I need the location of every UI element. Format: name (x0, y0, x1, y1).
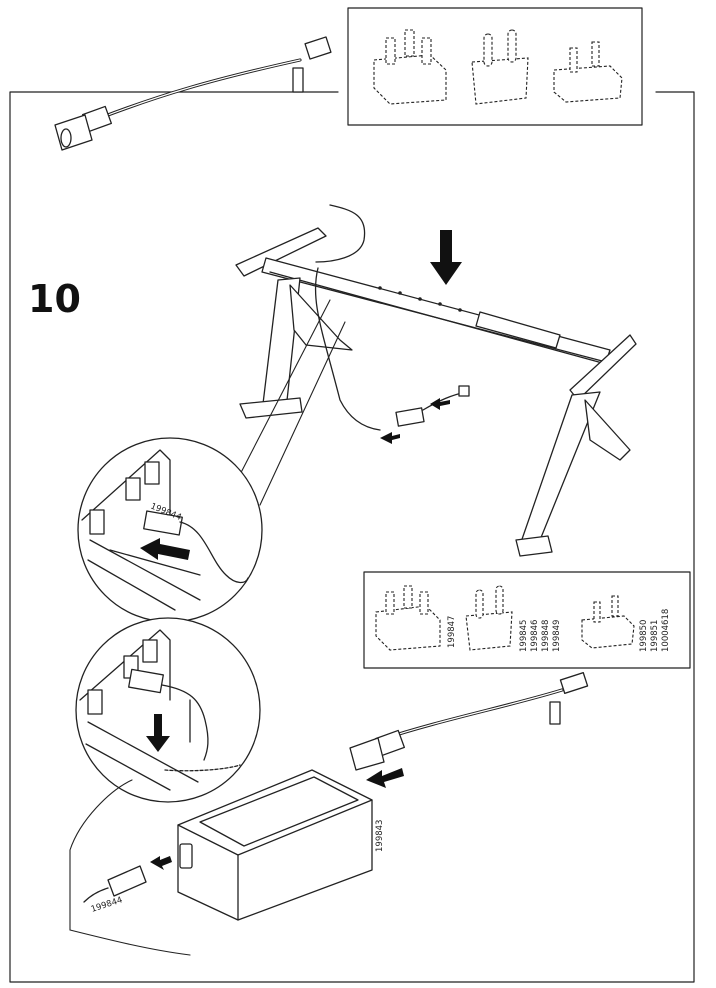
plug-box-top (347, 7, 643, 126)
beam-holes (378, 286, 462, 312)
uk-plug-icon (373, 29, 447, 105)
desk-frame (235, 204, 637, 557)
down-arrow-icon-2 (146, 714, 170, 752)
plug-legend-box: 199847 199845 199846 199848 199849 19985… (363, 571, 691, 669)
svg-text:199848: 199848 (541, 620, 551, 652)
detail-circle-3: 199843 199844 (69, 769, 385, 956)
svg-text:199849: 199849 (552, 620, 562, 652)
us-plug-icon-2 (581, 595, 635, 649)
connector-label-bottom: 199844 (90, 895, 124, 915)
uk-plug-icon-2 (375, 585, 441, 651)
svg-text:10004618: 10004618 (661, 609, 671, 652)
us-plug-icon (553, 41, 623, 103)
eu-plug-icon-2 (465, 585, 513, 651)
svg-text:199851: 199851 (650, 620, 660, 652)
plug-codes-us: 199850 199851 10004618 (639, 609, 671, 652)
svg-text:199845: 199845 (519, 620, 529, 652)
svg-text:199850: 199850 (639, 620, 649, 652)
detail-circle-1: 199844 (77, 299, 346, 623)
left-arrow-icon (140, 538, 190, 560)
detail-circle-2 (75, 617, 261, 803)
plug-codes-eu: 199845 199846 199848 199849 (519, 620, 562, 652)
plug-code-uk: 199847 (447, 616, 457, 648)
power-cord-bottom (349, 671, 589, 788)
power-cord-top (54, 36, 332, 151)
step-number: 10 (28, 277, 81, 321)
power-adapter-label: 199843 (375, 820, 385, 852)
down-arrow-icon (430, 230, 462, 285)
eu-plug-icon (471, 29, 529, 105)
svg-text:199846: 199846 (530, 620, 540, 652)
page-frame (9, 91, 695, 983)
right-arrow-icon (150, 856, 172, 870)
